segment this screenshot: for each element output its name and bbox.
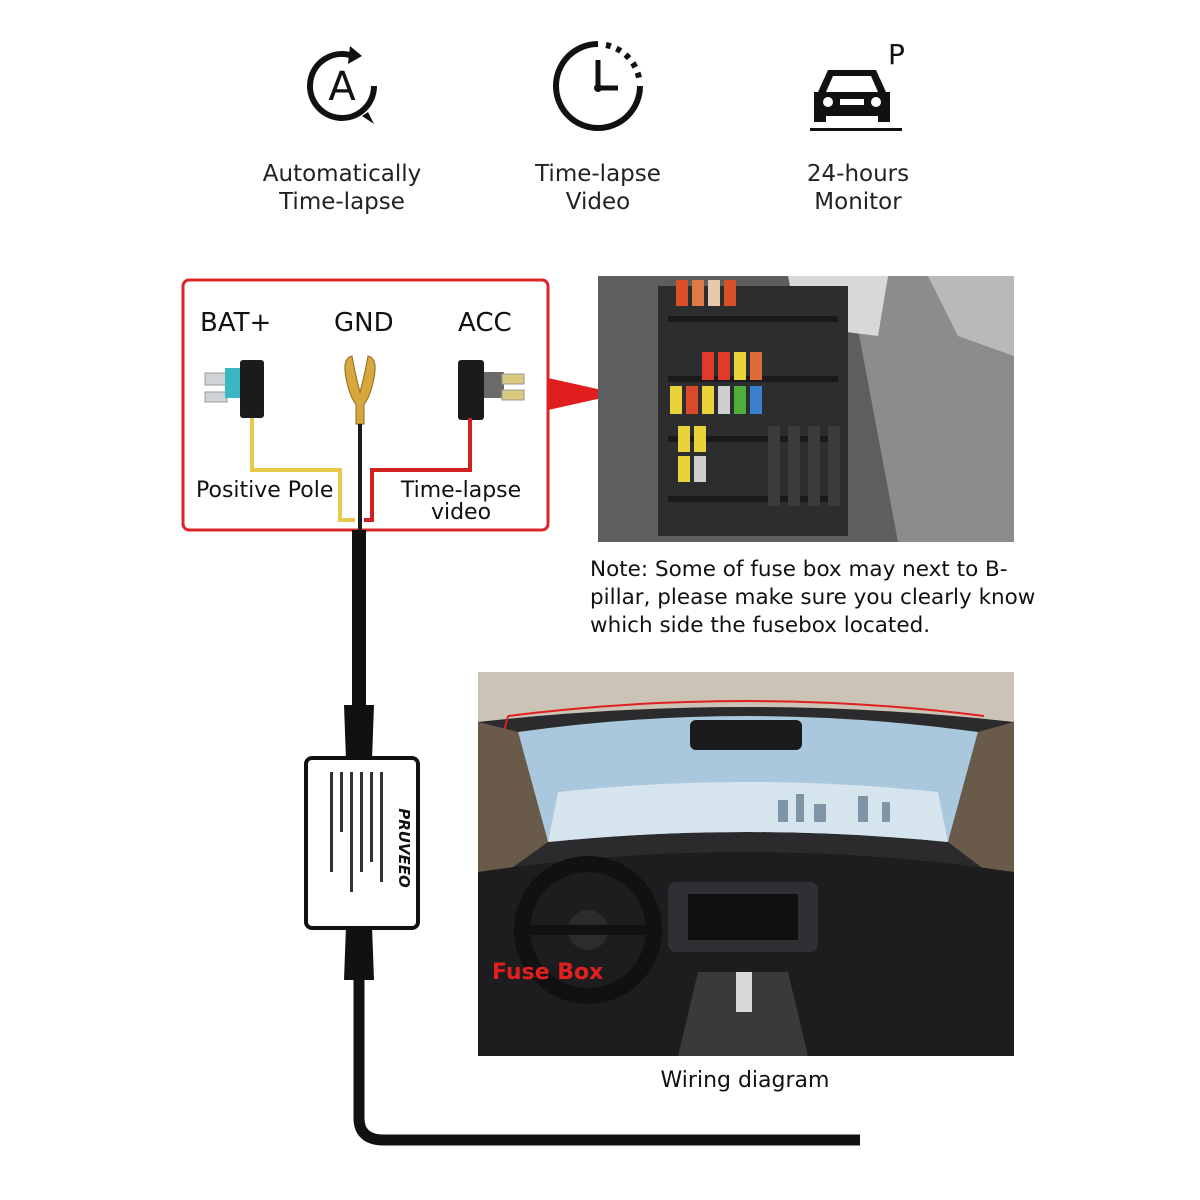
gnd-label: GND — [334, 308, 394, 338]
steering-wheel — [514, 856, 662, 1004]
cable-sheath — [352, 530, 366, 720]
bat-label: BAT+ — [200, 308, 272, 338]
bat-fuse-tap — [204, 360, 264, 418]
cable-tail — [353, 980, 860, 1146]
feature-monitor-line1: 24-hours — [806, 161, 910, 187]
auto-timelapse-icon: A — [307, 46, 384, 124]
feature-auto-line2: Time-lapse — [279, 189, 405, 215]
svg-text:A: A — [328, 64, 356, 110]
pointer-arrow — [548, 378, 620, 410]
acc-label: ACC — [458, 308, 512, 338]
clock-icon — [553, 41, 643, 131]
rear-mirror — [690, 720, 802, 750]
fuse-note: Note: Some of fuse box may next to B-pil… — [590, 557, 1036, 638]
timelapse-line1: Time-lapse — [400, 478, 522, 503]
module-print — [330, 772, 383, 892]
acc-fuse-tap — [458, 360, 525, 420]
module-brand-text: PRUVEEO — [395, 808, 413, 888]
positive-pole-label: Positive Pole — [196, 478, 334, 503]
fuse-row-3 — [670, 386, 762, 414]
feature-label-monitor: 24-hours Monitor — [748, 160, 968, 216]
timelapse-video-label: Time-lapse video — [396, 480, 526, 524]
fuse-box-photo — [598, 276, 1014, 542]
fuse-row-2 — [702, 352, 762, 380]
yellow-wire — [250, 418, 355, 522]
timelapse-line2: video — [430, 500, 492, 525]
feature-label-auto: Automatically Time-lapse — [232, 160, 452, 216]
fuse-row-4 — [678, 426, 706, 482]
fuse-row-1 — [676, 280, 736, 306]
car-interior-photo — [478, 672, 1014, 1056]
feature-auto-line1: Automatically — [262, 161, 422, 187]
feature-label-video: Time-lapse Video — [488, 160, 708, 216]
gnd-terminal — [344, 355, 376, 425]
fuse-box-label: Fuse Box — [492, 960, 604, 985]
red-wire — [364, 418, 472, 522]
wiring-diagram-caption: Wiring diagram — [660, 1068, 830, 1093]
feature-video-line1: Time-lapse — [535, 161, 661, 187]
feature-video-line2: Video — [565, 189, 631, 215]
feature-monitor-line2: Monitor — [814, 189, 902, 215]
parked-car-icon: P — [810, 38, 905, 131]
parking-letter: P — [888, 38, 905, 71]
